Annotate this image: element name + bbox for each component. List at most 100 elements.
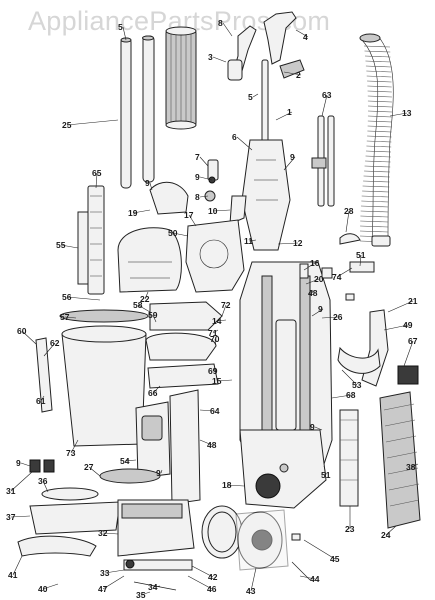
hose-ring	[361, 195, 389, 198]
leader-line-c40	[42, 583, 59, 590]
callout-c25: 25	[62, 120, 72, 130]
leader-line-c74	[336, 267, 353, 278]
leader-line-c60	[21, 330, 37, 345]
upper-duct	[241, 139, 291, 251]
callout-c13: 13	[402, 108, 412, 118]
hose-ring	[365, 160, 391, 163]
callout-c51a: 51	[356, 250, 366, 260]
hose-ring	[366, 140, 392, 143]
leader-line-c48b	[199, 439, 213, 446]
leader-line-c63	[321, 94, 328, 117]
hose-ring	[365, 60, 391, 63]
leader-line-c55	[60, 244, 79, 249]
motor-cover	[185, 219, 245, 293]
hose-ring	[367, 90, 392, 93]
callout-c60: 60	[17, 326, 27, 336]
hose-ring	[362, 190, 390, 193]
callout-c21: 21	[408, 296, 418, 306]
leader-line-c38	[410, 463, 419, 468]
hose-ring	[362, 185, 390, 188]
callout-c70: 70	[210, 334, 220, 344]
leader-line-c2	[283, 71, 302, 76]
leader-line-c8b	[199, 195, 209, 198]
motor-assembly	[201, 505, 289, 571]
leader-line-c9e	[20, 462, 31, 467]
callout-c26: 26	[333, 312, 343, 322]
rear-ducting	[337, 309, 419, 387]
leader-line-c64	[199, 409, 216, 412]
callout-c1: 1	[287, 107, 292, 117]
callout-c24: 24	[381, 530, 391, 540]
callout-c34: 34	[148, 582, 158, 592]
hose-ring	[364, 165, 391, 168]
leader-line-c37	[10, 515, 31, 518]
hose-ring	[366, 145, 392, 148]
back-plate	[135, 389, 201, 505]
brackets	[299, 233, 375, 301]
leader-line-c6	[236, 136, 253, 151]
callout-c72: 72	[221, 300, 231, 310]
callout-c5b: 5	[248, 92, 253, 102]
leader-line-c58	[137, 304, 151, 313]
leader-line-c66	[152, 385, 161, 394]
leader-line-c41	[12, 555, 23, 576]
callout-c23: 23	[345, 524, 355, 534]
nozzle-base	[117, 499, 195, 591]
leader-line-c45	[303, 539, 336, 560]
exhaust-filter	[339, 409, 359, 507]
callout-c56: 56	[62, 292, 72, 302]
callout-c9c: 9	[290, 152, 295, 162]
callout-c53: 53	[352, 380, 362, 390]
leader-line-c51b	[323, 465, 327, 476]
callout-c36: 36	[38, 476, 48, 486]
callout-c9g: 9	[310, 422, 315, 432]
callout-c9f: 9	[156, 468, 161, 478]
callout-c51b: 51	[321, 470, 331, 480]
leader-line-c4	[295, 29, 309, 38]
dirt-cup-lid	[117, 227, 182, 293]
hose-ring	[367, 110, 393, 113]
filter-housing-cap	[149, 181, 189, 215]
leader-line-c26	[321, 316, 339, 319]
leader-line-c1	[275, 111, 293, 121]
leader-line-c7	[199, 156, 209, 167]
leader-line-c61	[40, 395, 45, 402]
callout-c47: 47	[98, 584, 108, 594]
callout-c62: 62	[50, 338, 60, 348]
leader-line-c51a	[359, 254, 362, 267]
callout-c64: 64	[210, 406, 220, 416]
callout-c66: 66	[148, 388, 158, 398]
callout-c9a: 9	[145, 178, 150, 188]
leader-line-c9b	[199, 176, 213, 181]
hose-ring	[365, 65, 391, 68]
callout-c7: 7	[195, 152, 200, 162]
leader-line-c59	[152, 314, 157, 323]
leader-line-c54	[124, 459, 137, 462]
callout-c32: 32	[98, 528, 108, 538]
callout-c40: 40	[38, 584, 48, 594]
callout-c28: 28	[344, 206, 354, 216]
hose-ring	[361, 200, 389, 203]
hose-ring	[360, 205, 389, 208]
leader-line-c44	[299, 575, 316, 580]
leader-line-c71	[212, 329, 219, 334]
callout-c42: 42	[208, 572, 218, 582]
hose-ring	[367, 115, 392, 118]
leader-line-c49	[383, 324, 409, 331]
leader-line-c43	[250, 567, 257, 592]
hose-ring	[367, 80, 392, 83]
hose-ring	[364, 170, 391, 173]
callout-c48a: 48	[308, 288, 318, 298]
callout-c15: 15	[212, 376, 222, 386]
leader-line-c11	[248, 239, 257, 242]
main-body-housing	[239, 261, 333, 509]
hose-ring	[367, 130, 392, 133]
cord-wrap-hooks	[311, 115, 335, 207]
leader-line-c46	[187, 575, 213, 590]
hose-ring	[360, 220, 389, 223]
callout-c65: 65	[92, 168, 102, 178]
hose-ring	[367, 85, 392, 88]
lower-left-parts	[17, 459, 161, 557]
leader-line-c9g	[314, 426, 323, 431]
